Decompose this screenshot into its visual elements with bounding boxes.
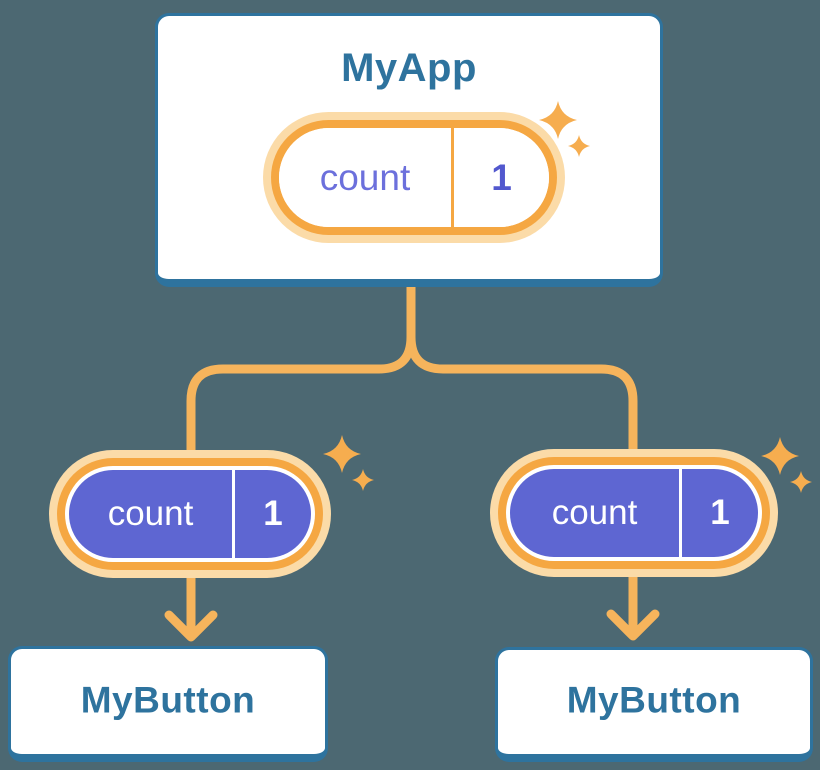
right-arrow-head-icon: [606, 609, 660, 641]
left-child-state-pill: count 1: [49, 450, 331, 578]
left-arrow-head-icon: [164, 610, 218, 642]
state-value: 1: [491, 156, 512, 198]
pill-divider: [451, 128, 454, 227]
state-label: count: [551, 493, 638, 532]
sparkle-icon: [539, 101, 590, 157]
sparkle-icon: [761, 437, 812, 493]
state-value: 1: [710, 493, 730, 532]
right-child-component-title: MyButton: [566, 679, 742, 721]
left-child-component-title: MyButton: [80, 678, 256, 720]
connector-root-to-right-child: [406, 281, 638, 457]
right-child-state-pill: count 1: [490, 449, 778, 577]
sparkle-icon: [323, 435, 374, 491]
right-child-component-card: MyButton: [495, 647, 813, 762]
connector-root-to-left-child: [186, 281, 416, 457]
root-state-pill: count 1: [263, 112, 565, 243]
state-value: 1: [263, 494, 283, 533]
root-component-title: MyApp: [341, 46, 477, 90]
state-label: count: [107, 494, 194, 533]
state-label: count: [319, 156, 411, 198]
pill-divider: [232, 470, 235, 558]
pill-divider: [679, 469, 682, 557]
left-child-component-card: MyButton: [8, 646, 328, 762]
